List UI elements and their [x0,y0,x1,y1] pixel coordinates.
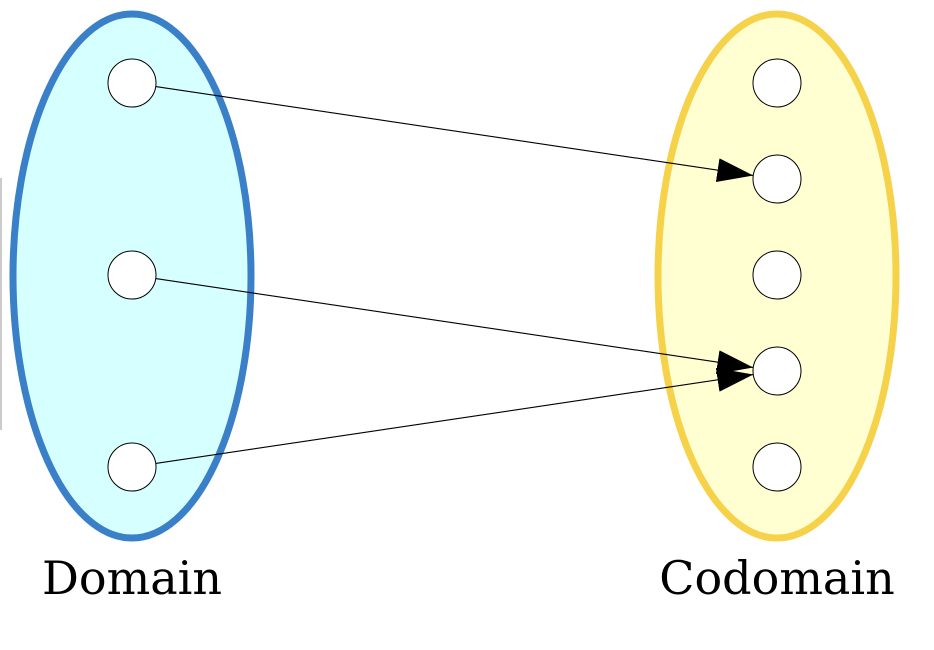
codomain-label: Codomain [659,551,894,605]
codomain-element-2 [752,154,802,204]
codomain-nodes [752,58,802,492]
mapping-arrow-3 [155,367,754,465]
codomain-set: Codomain [654,10,900,605]
codomain-element-1 [752,58,802,108]
codomain-element-5 [752,442,802,492]
domain-element-3 [107,442,157,492]
domain-element-1 [107,58,157,108]
mapping-arrow-1 [155,85,754,183]
domain-label: Domain [42,551,222,605]
domain-set: Domain [9,10,255,605]
mapping-arrows [155,85,754,465]
domain-nodes [107,58,157,492]
codomain-element-3 [752,250,802,300]
codomain-element-4 [752,346,802,396]
domain-element-2 [107,250,157,300]
mapping-arrow-2 [155,277,754,375]
